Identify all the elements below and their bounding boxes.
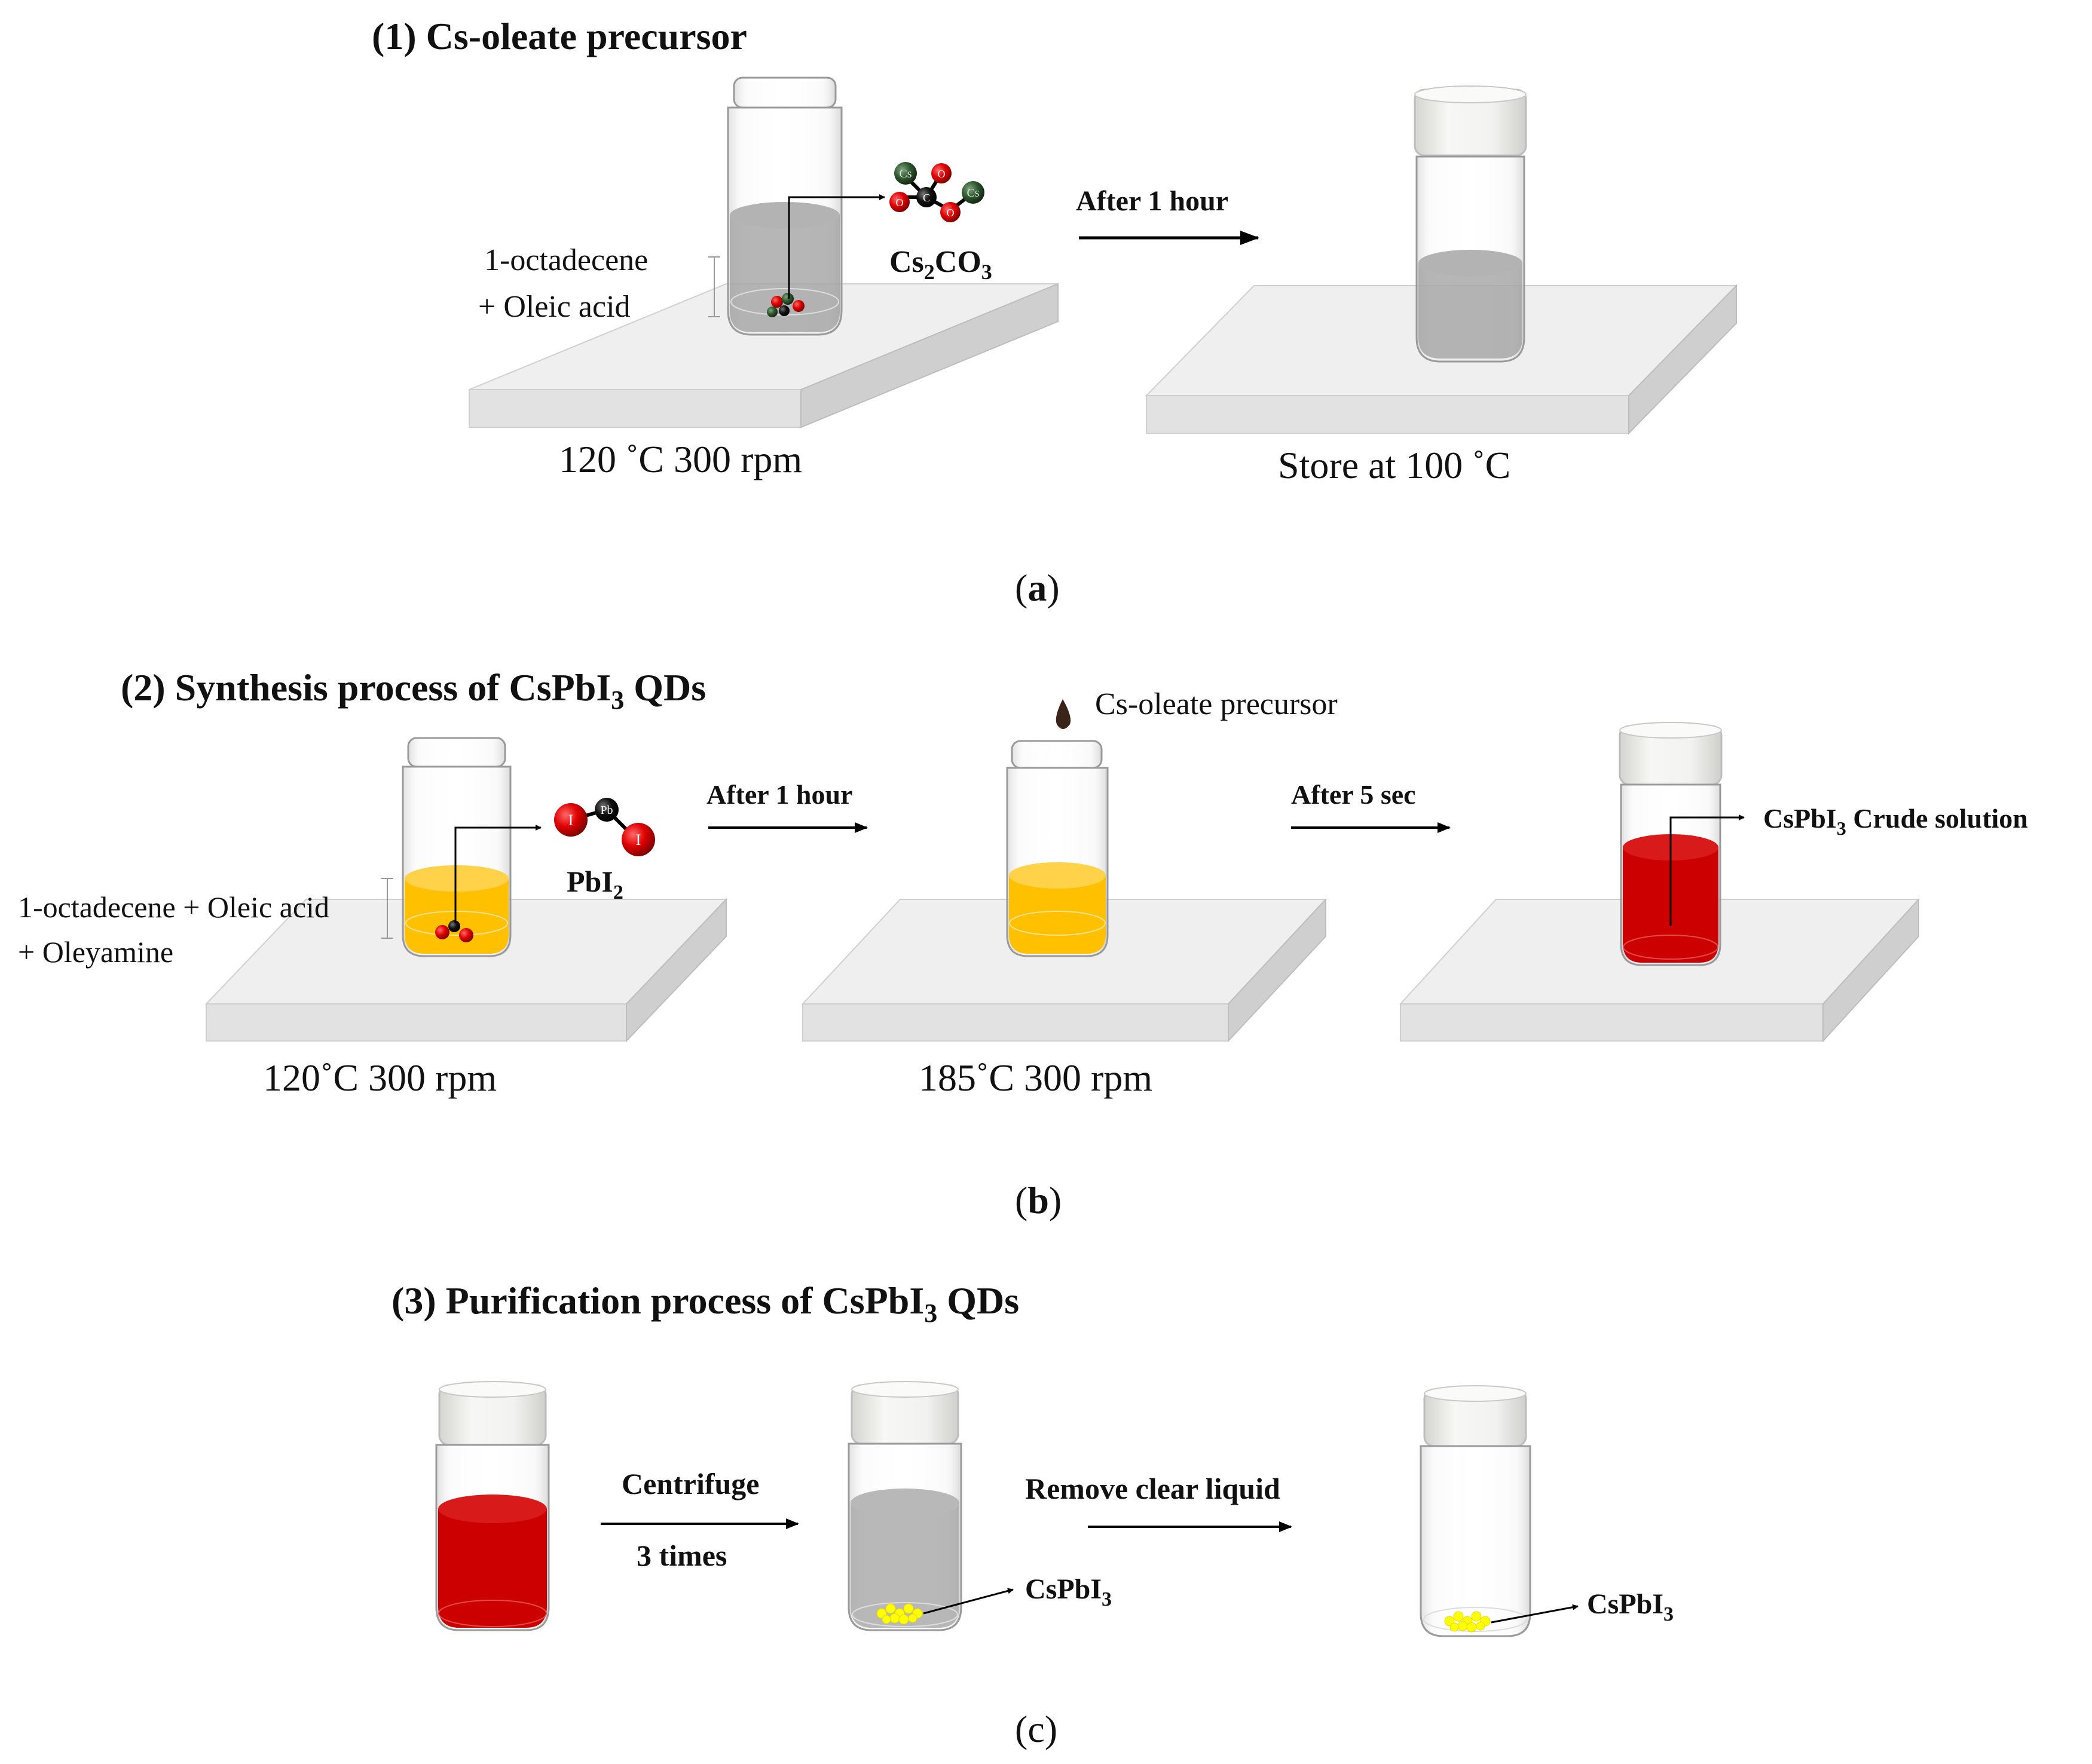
atom-label: Cs xyxy=(967,186,979,200)
vial-b-open-2 xyxy=(1006,740,1109,957)
droplet-icon xyxy=(1056,699,1071,729)
molecule-pointer-b xyxy=(454,825,542,923)
panel-b: (2) Synthesis process of CsPbI3 QDs xyxy=(18,666,2028,1221)
atom-label: Pb xyxy=(600,804,613,817)
reagent-label-b: PbI2 xyxy=(567,865,623,904)
precipitate-label-1: CsPbI3 xyxy=(1025,1573,1112,1610)
cs2co3-molecule-icon: Cs O O C O Cs xyxy=(889,162,984,222)
pbi2-molecule-icon: I Pb I xyxy=(554,798,655,856)
vial-c-red xyxy=(435,1381,550,1631)
caption-b: (b) xyxy=(1015,1179,1062,1221)
panel-c: (3) Purification process of CsPbI3 QDs C… xyxy=(392,1279,1674,1750)
atom-label: O xyxy=(947,207,955,219)
step-label-c-1-bottom: 3 times xyxy=(637,1539,727,1572)
atom-label: Cs xyxy=(899,167,912,180)
vial-c-purified xyxy=(1420,1385,1531,1637)
hotplate-a-left xyxy=(469,283,1059,428)
panel-c-title: (3) Purification process of CsPbI3 QDs xyxy=(392,1279,1019,1328)
step-label-b-1: After 1 hour xyxy=(706,779,852,810)
atom-label: I xyxy=(568,811,574,829)
step-label-c-2: Remove clear liquid xyxy=(1025,1472,1280,1505)
precipitate-2 xyxy=(1444,1611,1491,1633)
atom-label: O xyxy=(938,168,946,180)
solvent-label-b-line1: 1-octadecene + Oleic acid xyxy=(18,890,329,924)
solvent-label-a-line2: + Oleic acid xyxy=(478,290,631,324)
step-label-b-2: After 5 sec xyxy=(1291,779,1416,810)
atom-label: O xyxy=(896,197,904,209)
panel-b-title: (2) Synthesis process of CsPbI3 QDs xyxy=(121,666,706,715)
caption-c: (c) xyxy=(1015,1708,1057,1750)
vial-a-capped xyxy=(1414,85,1527,363)
solvent-label-a-line1: 1-octadecene xyxy=(484,243,648,277)
solvent-bracket-b xyxy=(381,878,393,939)
vial-a-open xyxy=(727,76,843,336)
solvent-bracket-a xyxy=(708,256,720,317)
reagent-label-a: Cs2CO3 xyxy=(889,245,992,284)
step-label-a: After 1 hour xyxy=(1076,185,1228,217)
condition-b-mid: 185˚C 300 rpm xyxy=(919,1056,1152,1099)
vial-b-open-1 xyxy=(402,737,512,957)
solvent-label-b-line2: + Oleyamine xyxy=(18,935,173,969)
step-label-c-1-top: Centrifuge xyxy=(622,1467,760,1500)
drop-label: Cs-oleate precursor xyxy=(1095,687,1338,721)
atom-label: C xyxy=(923,192,930,204)
precipitate-1 xyxy=(876,1603,923,1625)
condition-a-right: Store at 100 ˚C xyxy=(1278,444,1510,486)
caption-a: (a) xyxy=(1015,566,1060,609)
molecule-pointer-a xyxy=(788,194,885,299)
panel-a-title: (1) Cs-oleate precursor xyxy=(372,15,747,57)
precipitate-label-2: CsPbI3 xyxy=(1587,1588,1674,1625)
condition-a-left: 120 ˚C 300 rpm xyxy=(559,438,802,480)
hotplate-b-3 xyxy=(1399,898,1920,1043)
vial-c-centrifuged xyxy=(848,1381,962,1631)
product-label-b: CsPbI3 Crude solution xyxy=(1763,803,2028,839)
atom-label: I xyxy=(636,831,641,849)
product-pointer-b xyxy=(1669,814,1745,926)
precipitate-pointer-1 xyxy=(923,1588,1014,1615)
precipitate-pointer-2 xyxy=(1491,1604,1579,1624)
panel-a: (1) Cs-oleate precursor 1-octadecene + O… xyxy=(372,15,1738,609)
condition-b-left: 120˚C 300 rpm xyxy=(263,1056,497,1099)
